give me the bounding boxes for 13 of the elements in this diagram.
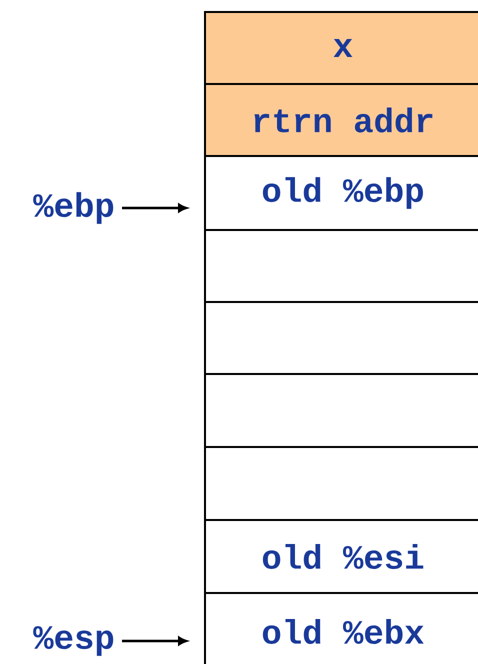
register-label: %esp: [33, 626, 114, 656]
empty-stack-cell: [204, 446, 478, 521]
empty-stack-cell: [204, 301, 478, 375]
stack-cell: rtrn addr: [204, 83, 478, 157]
stack-cell: old %esi: [204, 519, 478, 594]
empty-stack-cell: [204, 229, 478, 303]
arrow: [122, 204, 188, 212]
empty-stack-cell: [204, 373, 478, 448]
stack-cell: old %ebp: [204, 155, 478, 231]
stack-cell: x: [204, 11, 478, 85]
arrow: [122, 636, 188, 646]
stack-cell: old %ebx: [204, 592, 478, 664]
register-label: %ebp: [33, 192, 114, 224]
